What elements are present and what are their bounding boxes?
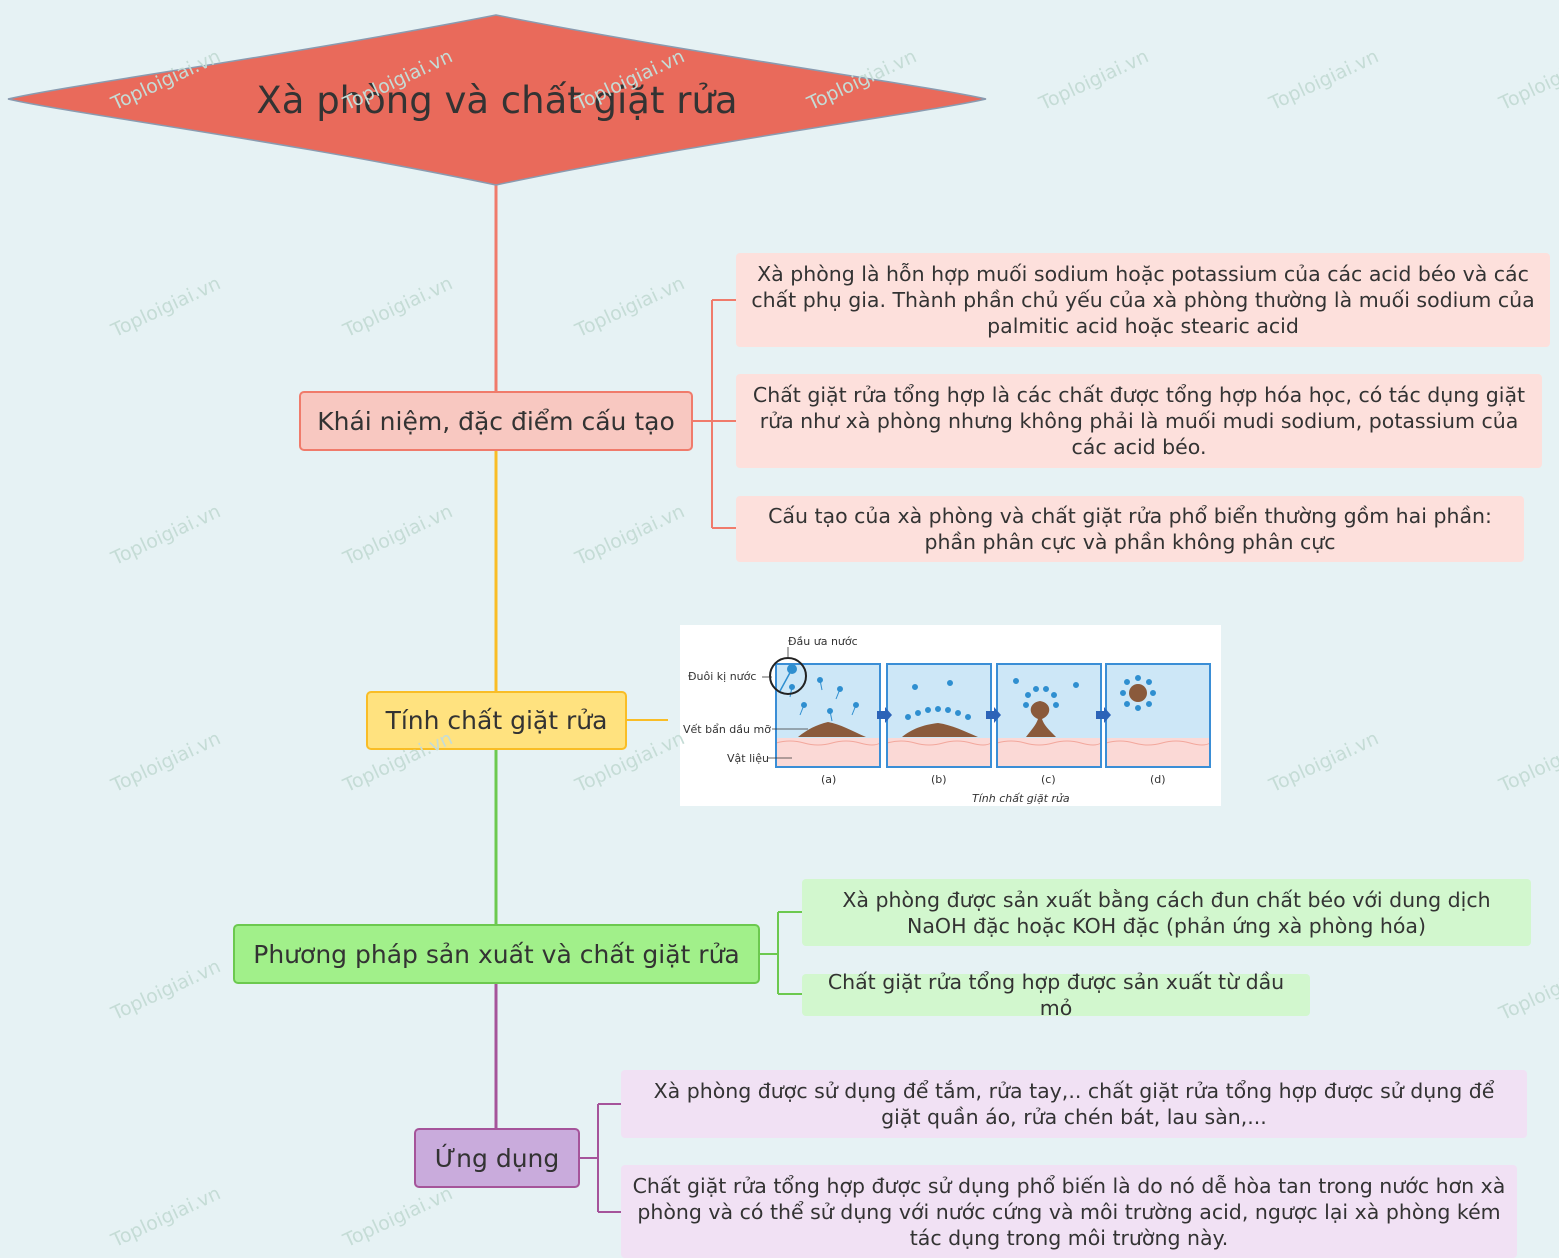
topic-san-xuat[interactable]: Phương pháp sản xuất và chất giặt rửa <box>233 924 760 984</box>
panel-label-b: (b) <box>931 773 947 786</box>
topic-tinh-chat[interactable]: Tính chất giặt rửa <box>366 691 627 750</box>
topic-ung-dung-label: Ứng dụng <box>434 1143 560 1173</box>
leaf-san-xuat-2[interactable]: Chất giặt rửa tổng hợp được sản xuất từ … <box>802 970 1310 1020</box>
label-material: Vật liệu <box>727 752 769 765</box>
topic-tinh-chat-label: Tính chất giặt rửa <box>385 706 608 735</box>
leaf-san-xuat-1[interactable]: Xà phòng được sản xuất bằng cách đun chấ… <box>802 879 1531 946</box>
leaf-ung-dung-2[interactable]: Chất giặt rửa tổng hợp được sử dụng phổ … <box>621 1165 1517 1258</box>
panel-c <box>996 663 1102 768</box>
leaf-khai-niem-1[interactable]: Xà phòng là hỗn hợp muối sodium hoặc pot… <box>736 253 1550 347</box>
panel-label-a: (a) <box>821 773 836 786</box>
branch1-connectors <box>693 299 736 529</box>
label-tail: Đuôi kị nước <box>688 670 756 683</box>
root-title[interactable]: Xà phòng và chất giặt rửa <box>256 78 738 122</box>
branch3-connectors <box>760 911 802 995</box>
topic-ung-dung[interactable]: Ứng dụng <box>414 1128 580 1188</box>
label-stain: Vết bẩn dầu mỡ <box>683 723 771 736</box>
detergent-action-figure[interactable]: Đầu ưa nước Đuôi kị nước Vết bẩn dầu mỡ … <box>680 625 1221 806</box>
figure-panels <box>775 663 1211 768</box>
root-diamond <box>7 14 987 186</box>
figure-caption: Tính chất giặt rửa <box>972 792 1070 805</box>
topic-khai-niem[interactable]: Khái niệm, đặc điểm cấu tạo <box>299 391 693 451</box>
surfactant-molecules <box>789 675 1156 722</box>
topic-khai-niem-label: Khái niệm, đặc điểm cấu tạo <box>317 406 675 436</box>
panel-b <box>886 663 992 768</box>
panel-a <box>775 663 881 768</box>
panel-label-c: (c) <box>1041 773 1056 786</box>
leaf-ung-dung-1[interactable]: Xà phòng được sử dụng để tắm, rửa tay,..… <box>621 1070 1527 1138</box>
panel-arrows <box>877 707 1111 723</box>
branch4-connectors <box>580 1103 621 1213</box>
panel-d <box>1105 663 1211 768</box>
label-head: Đầu ưa nước <box>788 635 858 648</box>
topic-san-xuat-label: Phương pháp sản xuất và chất giặt rửa <box>253 939 740 969</box>
leaf-khai-niem-3[interactable]: Cấu tạo của xà phòng và chất giặt rửa ph… <box>736 496 1524 562</box>
panel-label-d: (d) <box>1150 773 1166 786</box>
leaf-khai-niem-2[interactable]: Chất giặt rửa tổng hợp là các chất được … <box>736 374 1542 468</box>
